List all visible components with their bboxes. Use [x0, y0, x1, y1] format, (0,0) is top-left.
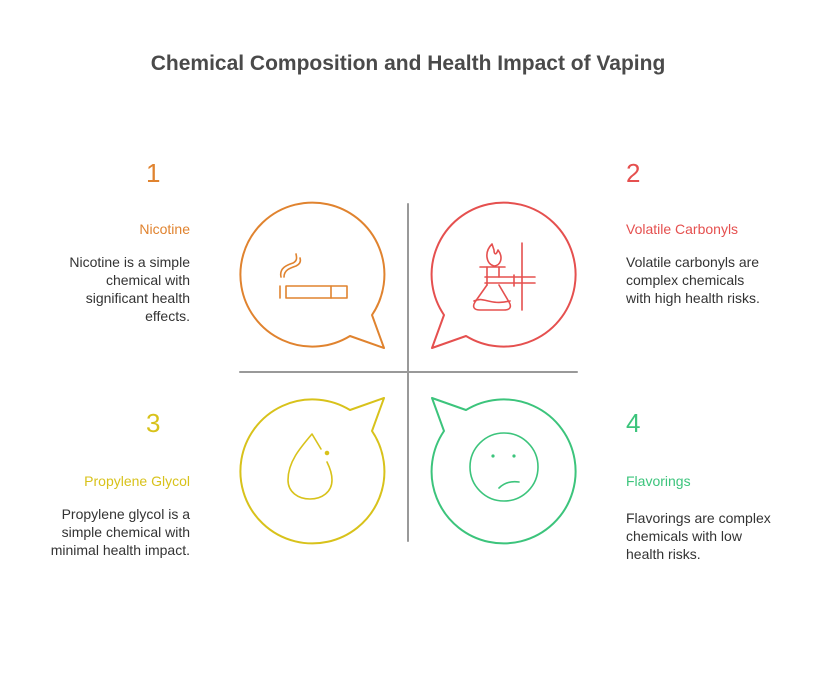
page-title: Chemical Composition and Health Impact o…	[150, 52, 666, 75]
sad-face-icon	[469, 432, 539, 502]
bubble-flavorings	[430, 397, 577, 545]
label-carbonyls: Volatile Carbonyls	[626, 221, 739, 237]
cigarette-icon	[279, 253, 348, 299]
bubble-glycol	[239, 397, 386, 545]
description-nicotine: Nicotine is a simple chemical with signi…	[69, 254, 190, 324]
number-4: 4	[626, 408, 641, 438]
description-glycol: Propylene glycol is a simple chemical wi…	[50, 506, 190, 558]
label-glycol: Propylene Glycol	[84, 473, 190, 489]
flask-flame-icon	[472, 242, 536, 311]
droplet-icon	[287, 433, 333, 500]
bubble-carbonyls	[430, 201, 577, 349]
description-flavorings: Flavorings are complex chemicals with lo…	[626, 510, 771, 562]
label-flavorings: Flavorings	[626, 473, 691, 489]
number-3: 3	[146, 408, 161, 438]
number-1: 1	[146, 158, 161, 188]
label-nicotine: Nicotine	[139, 221, 190, 237]
description-carbonyls: Volatile carbonyls are complex chemicals…	[626, 254, 760, 306]
number-2: 2	[626, 158, 641, 188]
bubble-nicotine	[239, 201, 386, 349]
